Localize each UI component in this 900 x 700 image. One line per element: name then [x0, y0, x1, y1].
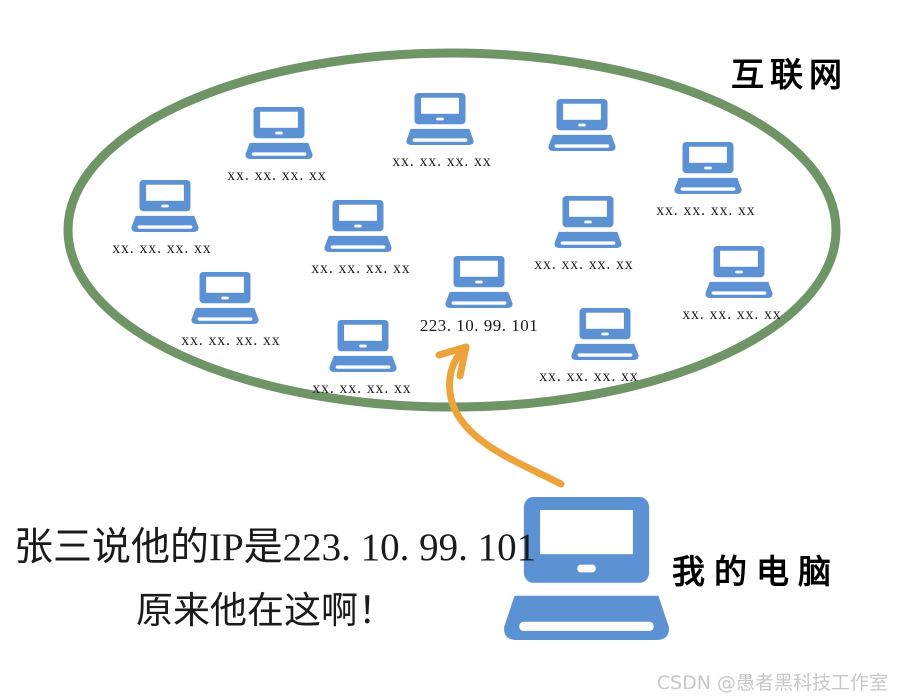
ip-label: xx. xx. xx. xx — [227, 167, 327, 184]
laptop-icon — [406, 93, 474, 145]
network-computer: xx. xx. xx. xx — [112, 180, 211, 257]
laptop-icon — [245, 107, 313, 159]
my-computer — [503, 497, 670, 640]
laptop-icon — [674, 142, 742, 194]
watermark: CSDN @愚者黑科技工作室 — [656, 672, 888, 694]
ip-label: xx. xx. xx. xx — [682, 306, 782, 323]
ip-label: xx. xx. xx. xx — [181, 332, 281, 349]
ip-label: xx. xx. xx. xx — [392, 153, 492, 170]
network-computer: xx. xx. xx. xx — [311, 200, 410, 277]
network-computer: xx. xx. xx. xx — [539, 308, 639, 385]
ip-label: xx. xx. xx. xx — [312, 380, 412, 397]
laptop-icon — [191, 272, 259, 324]
laptop-icon — [705, 246, 773, 298]
network-computer: xx. xx. xx. xx — [227, 107, 326, 184]
locate-arrow-icon — [435, 343, 565, 488]
laptop-icon — [554, 196, 622, 248]
network-computer: xx. xx. xx. xx — [181, 272, 280, 349]
ip-label: xx. xx. xx. xx — [539, 368, 639, 385]
laptop-icon — [324, 200, 392, 252]
my-computer-label: 我的电脑 — [672, 552, 840, 591]
ip-label: xx. xx. xx. xx — [311, 260, 411, 277]
my-laptop-icon — [504, 497, 669, 640]
ip-label: 223. 10. 99. 101 — [419, 316, 539, 335]
ip-label: xx. xx. xx. xx — [534, 256, 634, 273]
speech-line-1: 张三说他的IP是223. 10. 99. 101 — [14, 526, 537, 569]
network-computer: xx. xx. xx. xx — [656, 142, 755, 219]
laptop-icon — [131, 180, 199, 232]
internet-title: 互联网 — [731, 55, 848, 94]
network-computer: xx. xx. xx. xx — [534, 196, 633, 273]
ip-label: xx. xx. xx. xx — [112, 240, 212, 257]
ip-label: xx. xx. xx. xx — [656, 202, 756, 219]
network-computer: xx. xx. xx. xx — [312, 320, 411, 397]
laptop-icon — [548, 99, 616, 151]
laptop-icon — [571, 308, 639, 360]
network-computer: xx. xx. xx. xx — [392, 93, 491, 170]
network-computer: xx. xx. xx. xx — [682, 246, 781, 323]
laptop-icon — [445, 256, 513, 308]
target-computer: 223. 10. 99. 101 — [420, 256, 538, 335]
laptop-icon — [329, 320, 397, 372]
speech-line-2: 原来他在这啊！ — [136, 591, 395, 632]
network-computer — [548, 99, 616, 151]
